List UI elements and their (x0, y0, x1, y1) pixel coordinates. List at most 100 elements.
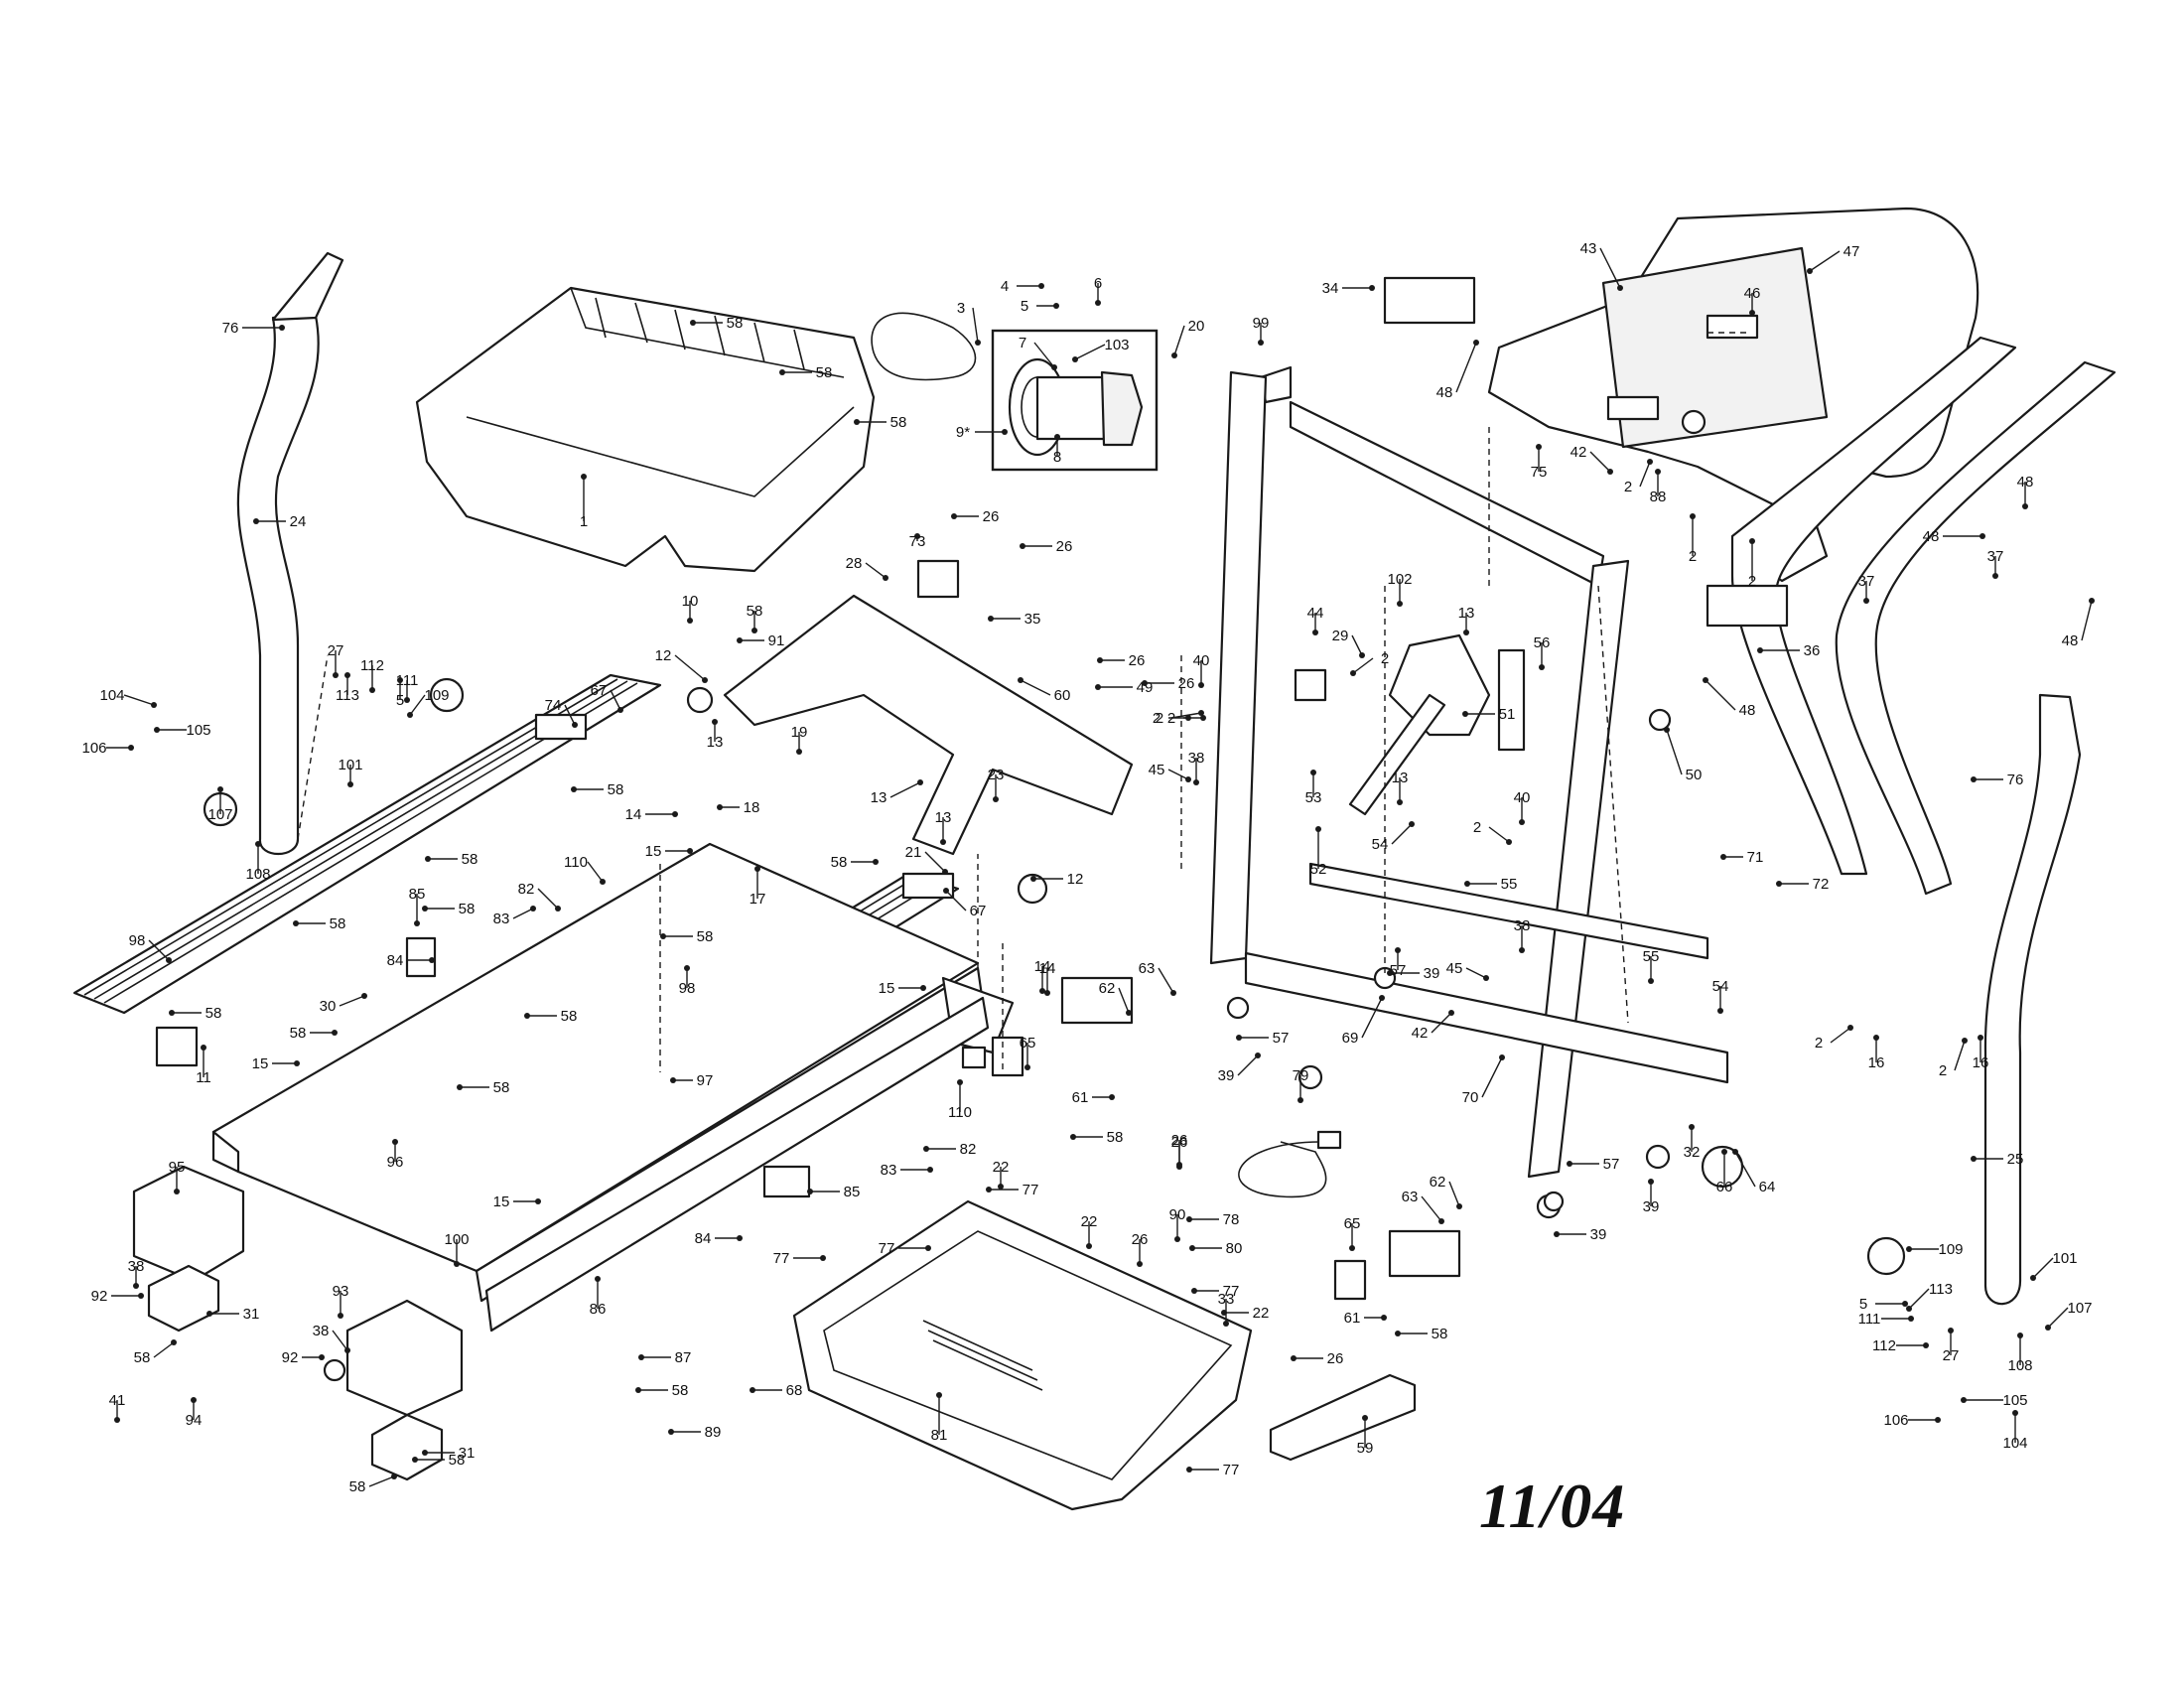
part-callout: 1 (580, 513, 588, 530)
callout-dot (1297, 1097, 1303, 1103)
part-callout: 90 (1169, 1206, 1186, 1223)
part-callout: 38 (1514, 917, 1531, 934)
callout-dot (917, 779, 923, 785)
incline-motor (1348, 633, 1491, 816)
callout-leader (1173, 325, 1185, 356)
callout-dot (1018, 677, 1024, 683)
part-callout: 14 (625, 806, 642, 823)
callout-dot (1961, 1397, 1967, 1403)
part-callout: 2 (1381, 650, 1389, 667)
part-callout: 9* (956, 424, 970, 441)
part-callout: 84 (695, 1230, 712, 1247)
part-callout: 77 (1223, 1462, 1240, 1478)
part-callout: 104 (99, 687, 124, 704)
part-callout: 66 (1716, 1179, 1733, 1195)
part-callout: 79 (1293, 1067, 1309, 1084)
motor-frame (723, 594, 1134, 856)
part-callout: 42 (1412, 1025, 1429, 1042)
callout-dot (936, 1392, 942, 1398)
callout-dot (854, 419, 860, 425)
part-callout: 6 (1094, 275, 1102, 292)
callout-dot (796, 749, 802, 755)
callout-dot (1456, 1203, 1462, 1209)
callout-dot (1873, 1035, 1879, 1041)
part-callout: 93 (333, 1283, 349, 1300)
part-callout: 15 (879, 980, 895, 997)
right-foot (370, 1413, 444, 1481)
callout-dot (1171, 352, 1177, 358)
callout-leader (945, 890, 967, 912)
callout-dot (1086, 1243, 1092, 1249)
callout-leader (1020, 679, 1051, 696)
callout-leader (1908, 1288, 1930, 1310)
callout-leader (1481, 1056, 1503, 1098)
callout-dot (524, 1013, 530, 1019)
callout-dot (751, 628, 757, 633)
callout-dot (1703, 677, 1708, 683)
callout-dot (1567, 1161, 1572, 1167)
callout-leader (339, 995, 365, 1007)
callout-dot (1315, 826, 1321, 832)
callout-dot (940, 839, 946, 845)
callout-dot (333, 672, 339, 678)
callout-dot (943, 888, 949, 894)
callout-dot (2045, 1325, 2051, 1331)
part-callout: 37 (1858, 573, 1875, 590)
part-callout: 39 (1218, 1067, 1235, 1084)
part-callout: 67 (591, 682, 608, 699)
part-callout: 54 (1712, 978, 1729, 995)
callout-dot (571, 786, 577, 792)
part-callout: 19 (791, 724, 808, 741)
part-callout: 2 (1689, 548, 1697, 565)
callout-leader (1448, 1181, 1460, 1207)
callout-dot (397, 677, 403, 683)
callout-leader (332, 1330, 348, 1351)
callout-dot (1350, 670, 1356, 676)
part-callout: 58 (831, 854, 848, 871)
callout-dot (702, 677, 708, 683)
callout-dot (687, 618, 693, 624)
part-callout: 73 (909, 533, 926, 550)
part-callout: 45 (1149, 762, 1165, 778)
part-callout: 57 (1603, 1156, 1620, 1173)
callout-leader (1705, 679, 1736, 711)
part-callout: 8 (1053, 449, 1061, 466)
part-callout: 33 (1218, 1291, 1235, 1308)
callout-dot (1962, 1038, 1968, 1044)
callout-dot (1395, 947, 1401, 953)
part-callout: 92 (282, 1349, 299, 1366)
part-callout: 58 (561, 1008, 578, 1025)
part-callout: 113 (1929, 1281, 1953, 1298)
callout-dot (1030, 876, 1036, 882)
part-callout: 46 (1744, 285, 1761, 302)
part-callout: 98 (129, 932, 146, 949)
part-callout: 75 (1531, 464, 1548, 481)
callout-leader (1352, 657, 1374, 674)
part-callout: 58 (672, 1382, 689, 1399)
callout-dot (1499, 1054, 1505, 1060)
part-callout: 61 (1344, 1310, 1361, 1327)
callout-dot (920, 985, 926, 991)
callout-dot (1359, 652, 1365, 658)
part-callout: 24 (290, 513, 307, 530)
callout-dot (138, 1293, 144, 1299)
callout-leader (1954, 1040, 1966, 1071)
callout-dot (1992, 573, 1998, 579)
part-callout: 43 (1580, 240, 1597, 257)
controller-board (1269, 1373, 1417, 1462)
part-callout: 7 (1019, 335, 1026, 351)
callout-dot (672, 811, 678, 817)
part-callout: 42 (1570, 444, 1587, 461)
callout-dot (425, 856, 431, 862)
callout-dot (1312, 630, 1318, 635)
part-callout: 111 (396, 672, 419, 689)
callout-dot (1438, 1218, 1444, 1224)
callout-dot (1554, 1231, 1560, 1237)
part-callout: 22 (1081, 1213, 1098, 1230)
part-callout: 37 (1987, 548, 2004, 565)
callout-dot (1506, 839, 1512, 845)
left-end-cap (132, 1165, 245, 1283)
callout-dot (1519, 947, 1525, 953)
callout-dot (1095, 300, 1101, 306)
part-callout: 105 (2002, 1392, 2027, 1409)
